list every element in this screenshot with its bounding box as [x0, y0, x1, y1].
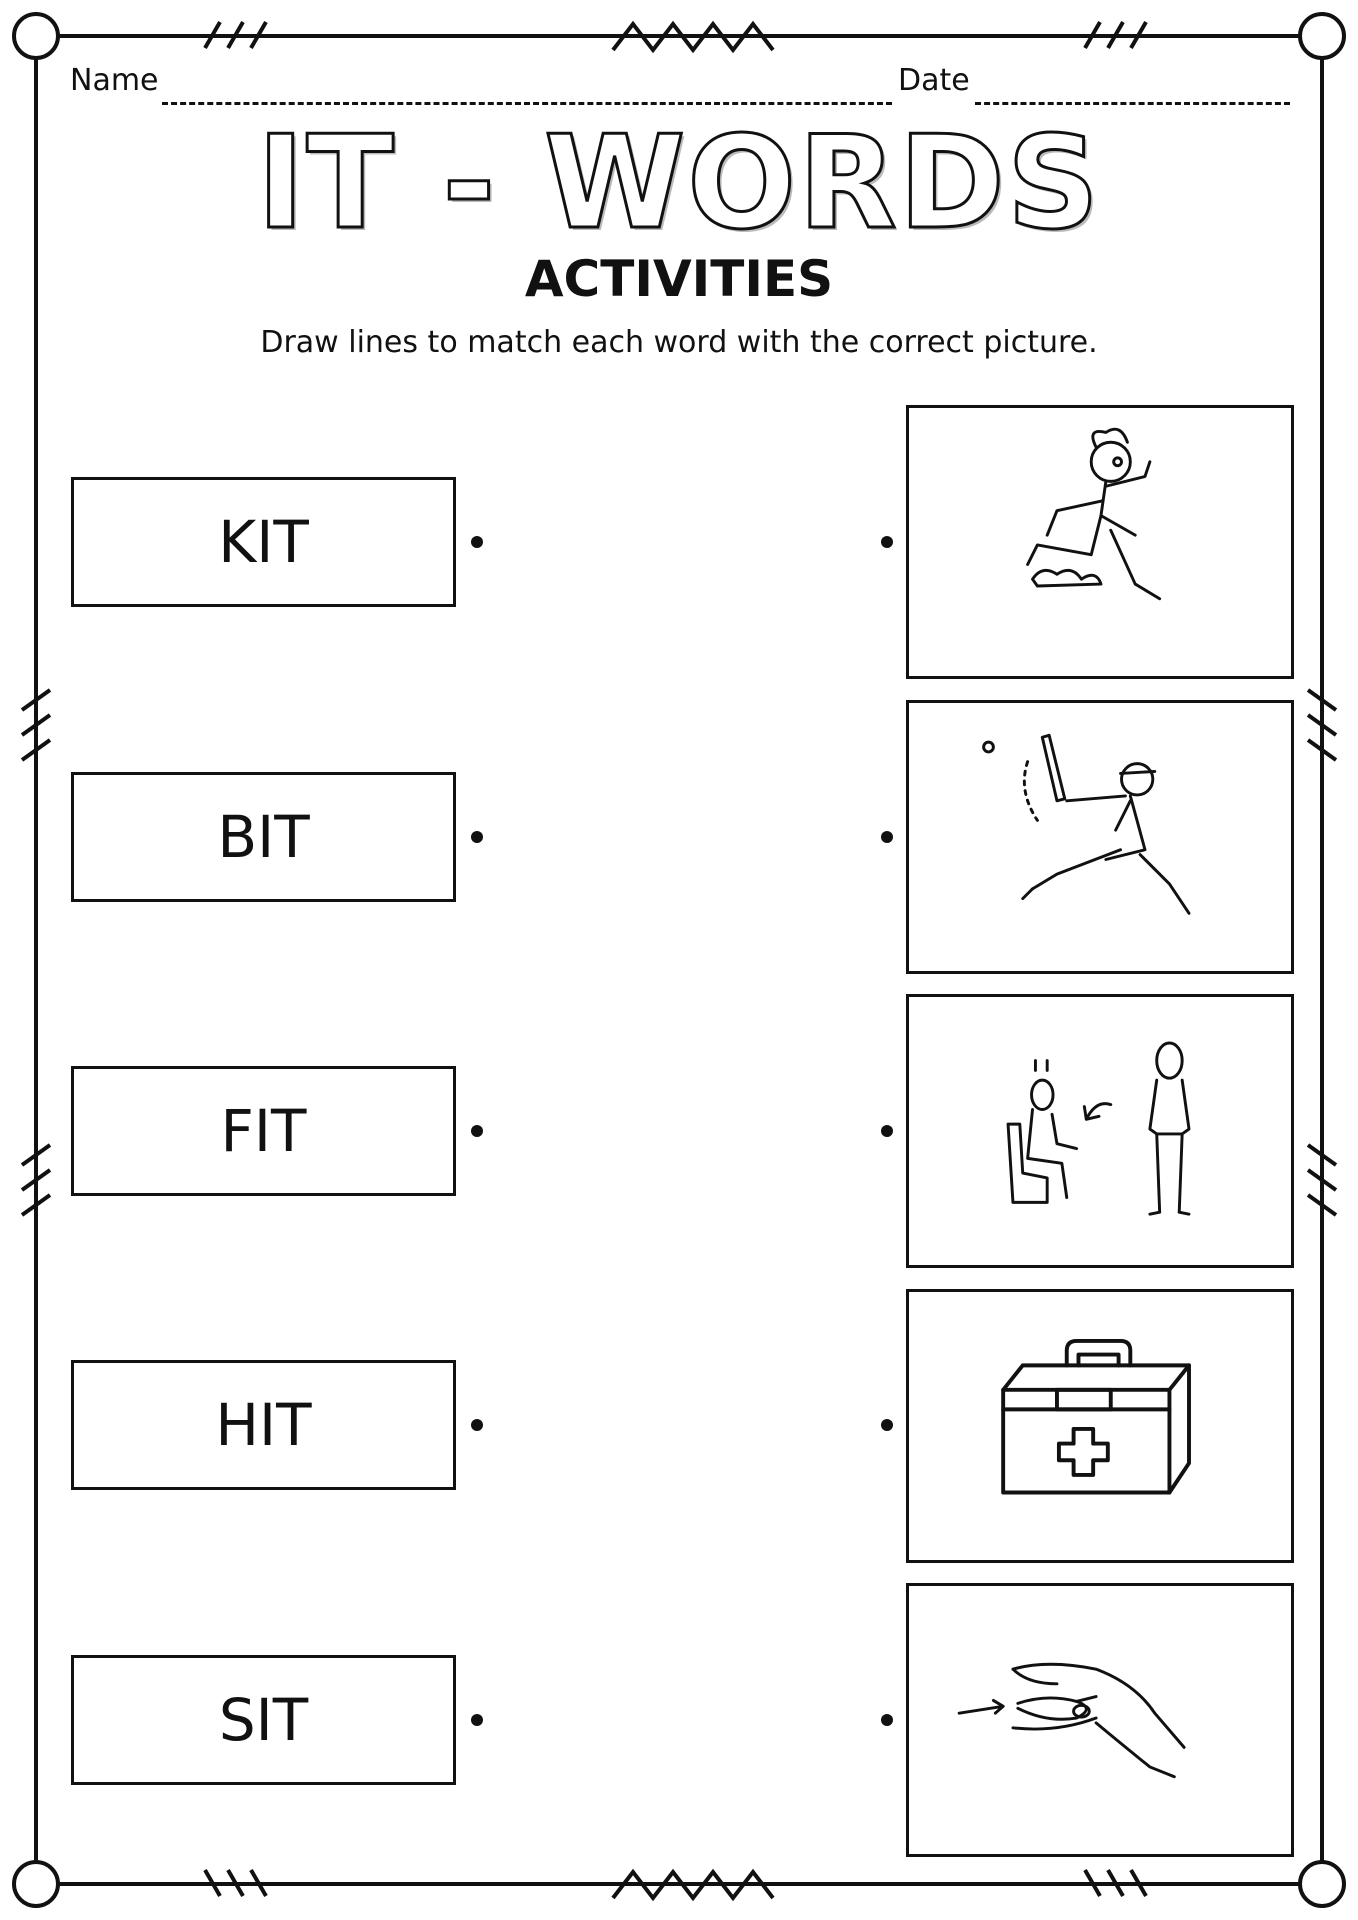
picture-dot-1[interactable]: [881, 536, 893, 548]
word-box-kit: KIT: [71, 477, 456, 607]
page-subtitle: ACTIVITIES: [524, 250, 834, 308]
baseball-batter-icon: [982, 733, 1191, 915]
word-label: FIT: [220, 1097, 307, 1165]
name-label: Name: [70, 63, 159, 98]
word-box-hit: HIT: [71, 1360, 456, 1490]
title-container: IT - WORDS: [0, 109, 1358, 258]
word-dot-bit[interactable]: [471, 831, 483, 843]
picture-box-3: [906, 994, 1294, 1268]
picture-dot-4[interactable]: [881, 1419, 893, 1431]
word-box-fit: FIT: [71, 1066, 456, 1196]
name-field[interactable]: [162, 70, 892, 105]
hand-pinch-icon: [957, 1662, 1186, 1779]
picture-box-5: [906, 1583, 1294, 1857]
word-label: KIT: [218, 508, 309, 576]
picture-dot-3[interactable]: [881, 1125, 893, 1137]
person-standing-up-icon: [1006, 1041, 1191, 1216]
first-aid-kit-icon: [1001, 1338, 1191, 1495]
running-girl-icon: [1026, 427, 1162, 601]
word-dot-sit[interactable]: [471, 1714, 483, 1726]
picture-dot-2[interactable]: [881, 831, 893, 843]
picture-box-1: [906, 405, 1294, 679]
word-box-bit: BIT: [71, 772, 456, 902]
picture-box-2: [906, 700, 1294, 974]
word-dot-kit[interactable]: [471, 536, 483, 548]
instruction-text: Draw lines to match each word with the c…: [260, 325, 1098, 360]
date-field[interactable]: [975, 70, 1290, 105]
date-label: Date: [898, 63, 970, 98]
page-title: IT - WORDS: [255, 109, 1102, 258]
word-label: BIT: [217, 803, 310, 871]
word-dot-hit[interactable]: [471, 1419, 483, 1431]
word-box-sit: SIT: [71, 1655, 456, 1785]
word-label: HIT: [215, 1391, 312, 1459]
word-dot-fit[interactable]: [471, 1125, 483, 1137]
word-label: SIT: [218, 1686, 309, 1754]
picture-box-4: [906, 1289, 1294, 1563]
picture-dot-5[interactable]: [881, 1714, 893, 1726]
